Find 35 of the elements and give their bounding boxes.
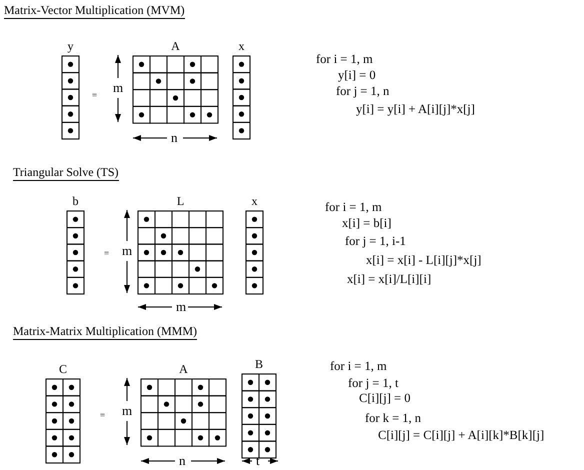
dimension-label: n — [171, 131, 178, 144]
matrix-name: A — [178, 363, 189, 376]
code-line: for j = 1, t — [348, 377, 398, 390]
section-heading: Triangular Solve (TS) — [13, 166, 119, 181]
equals-sign: = — [92, 91, 98, 100]
code-line: for k = 1, n — [365, 412, 421, 424]
matrix-name: C — [58, 363, 68, 376]
dimension-label: m — [176, 300, 186, 313]
code-line: y[i] = y[i] + A[i][j]*x[j] — [356, 103, 475, 116]
matrix-name: x — [250, 195, 258, 208]
section-heading: Matrix-Vector Multiplication (MVM) — [4, 4, 185, 19]
dimension-label: m — [122, 404, 132, 417]
matrix-name: y — [66, 40, 74, 53]
matrix-name: x — [238, 40, 246, 53]
matrix-name: B — [254, 358, 264, 371]
code-line: for j = 1, i-1 — [345, 235, 406, 248]
code-line: x[i] = x[i] - L[i][j]*x[j] — [366, 254, 482, 266]
dimension-label: m — [122, 244, 132, 257]
dimension-label: m — [113, 81, 124, 94]
dimension-label: n — [179, 454, 186, 467]
code-line: for i = 1, m — [325, 201, 382, 214]
matrix-name: A — [170, 40, 181, 53]
code-line: for i = 1, m — [316, 53, 373, 66]
code-line: y[i] = 0 — [338, 69, 376, 82]
code-line: x[i] = x[i]/L[i][i] — [347, 273, 432, 286]
matrix-name: L — [176, 195, 186, 208]
matrix-name: b — [72, 195, 80, 208]
code-line: for j = 1, n — [336, 85, 390, 98]
code-line: x[i] = b[i] — [342, 217, 392, 230]
equals-sign: = — [100, 411, 106, 420]
code-line: C[i][j] = 0 — [359, 392, 410, 404]
equals-sign: = — [104, 249, 110, 258]
section-heading: Matrix-Matrix Multiplication (MMM) — [13, 325, 197, 340]
code-line: C[i][j] = C[i][j] + A[i][k]*B[k][j] — [378, 429, 544, 442]
code-line: for i = 1, m — [330, 360, 387, 372]
